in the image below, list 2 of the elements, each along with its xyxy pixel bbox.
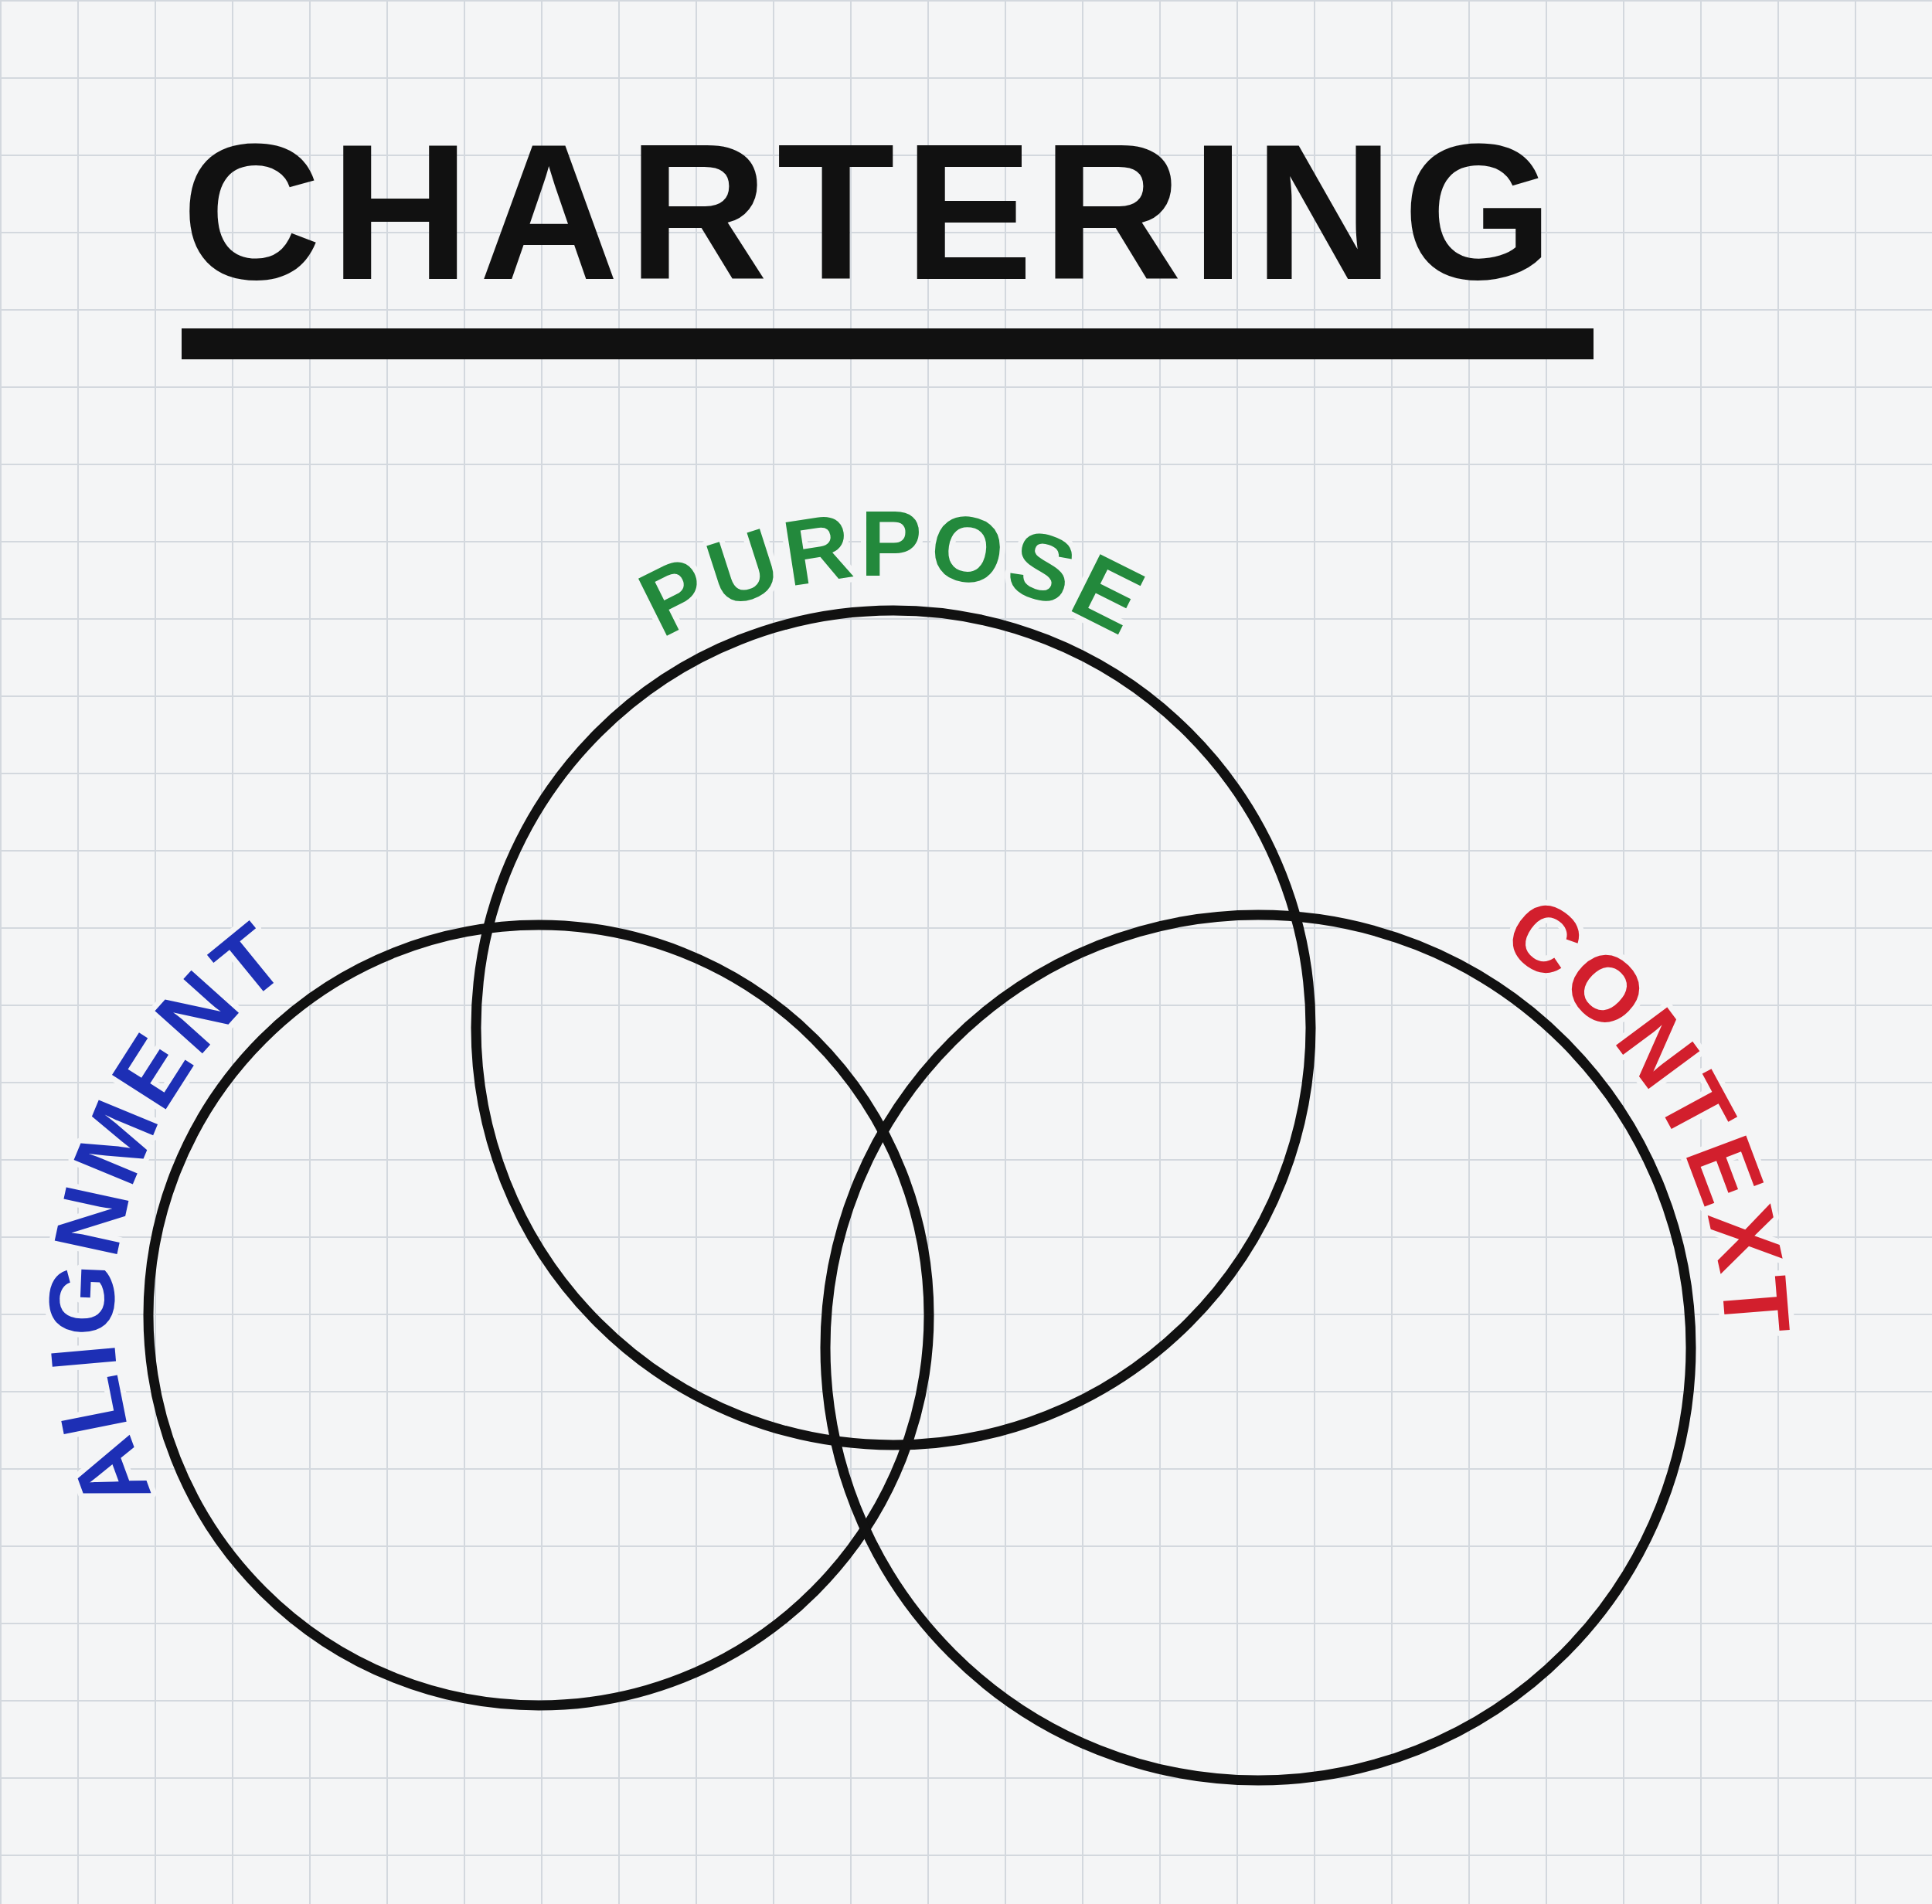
title: CHARTERING xyxy=(182,116,1594,359)
circle-label: PURPOSE xyxy=(623,491,1164,656)
